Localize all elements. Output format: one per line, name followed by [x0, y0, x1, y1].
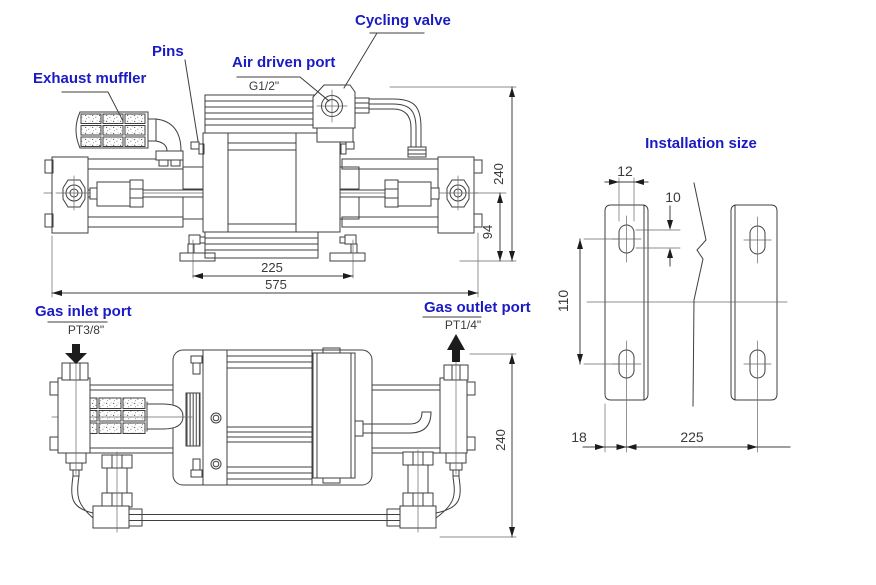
- right-end-cap: [437, 156, 483, 234]
- air-cylinder-body: [202, 94, 341, 259]
- muffler-elbow: [147, 118, 184, 167]
- dim-center-height: 94: [480, 225, 495, 239]
- plan-view-dimensions: 240: [439, 353, 517, 538]
- dim-width-plan: 240: [493, 429, 508, 451]
- installation-title: Installation size: [645, 135, 757, 152]
- gas-inlet-size-label: PT3/8": [68, 323, 104, 337]
- air-driven-port-leader: [236, 76, 330, 102]
- pins-hardware: [190, 141, 355, 155]
- mounting-feet: [179, 234, 366, 262]
- cycling-valve-block: [312, 84, 370, 143]
- gas-outlet-size-label: PT1/4": [445, 318, 481, 332]
- air-port-size-label: G1/2": [249, 79, 279, 93]
- rod-couplers: [89, 179, 440, 208]
- gas-inlet-arrow-icon: [65, 344, 87, 364]
- dim-slot-width: 12: [617, 163, 633, 179]
- cycling-valve-label: Cycling valve: [355, 12, 451, 29]
- plan-housing: [172, 347, 373, 486]
- dim-bolt-span: 225: [261, 260, 283, 275]
- side-view-callouts: Exhaust muffler Pins Air driven port G1/…: [33, 12, 451, 142]
- side-view-dimensions: 225 575 240 94: [51, 86, 517, 298]
- plan-elbow-pipe: [354, 411, 432, 437]
- exhaust-muffler-label: Exhaust muffler: [33, 70, 147, 87]
- gas-outlet-port-label: Gas outlet port: [424, 299, 531, 316]
- right-gas-head: [439, 364, 476, 477]
- air-driven-port-label: Air driven port: [232, 54, 335, 71]
- dim-height-side: 240: [491, 163, 506, 185]
- exhaust-muffler-leader: [61, 91, 124, 122]
- cycling-valve-leader: [343, 32, 425, 89]
- dim-edge-offset: 18: [571, 429, 587, 445]
- gas-pipework: [71, 475, 461, 521]
- side-elevation-view: Exhaust muffler Pins Air driven port G1/…: [33, 12, 517, 298]
- exhaust-muffler-assembly: [75, 111, 184, 167]
- air-tubes: [368, 98, 427, 158]
- break-line: [692, 182, 707, 407]
- installation-dimensions: 12 10 110 18 225: [555, 163, 791, 453]
- mounting-plates: [586, 182, 788, 407]
- pins-label: Pins: [152, 43, 184, 60]
- muffler-grid: [80, 113, 146, 147]
- left-gas-head: [49, 362, 91, 477]
- dim-slot-length: 10: [665, 189, 681, 205]
- dim-vertical-spacing: 110: [555, 290, 571, 313]
- plan-view-callouts: Gas inlet port PT3/8" Gas outlet port PT…: [35, 299, 531, 364]
- tie-rods: [87, 158, 439, 228]
- plan-centerlines: [75, 355, 457, 533]
- pins-leader: [184, 59, 199, 142]
- plan-view: Gas inlet port PT3/8" Gas outlet port PT…: [35, 299, 531, 538]
- dim-overall-length: 575: [265, 277, 287, 292]
- gas-inlet-port-label: Gas inlet port: [35, 303, 132, 320]
- dim-horizontal-spacing: 225: [680, 429, 704, 445]
- installation-size-view: Installation size 12 10 110 1: [555, 135, 791, 453]
- left-end-cap: [44, 156, 93, 234]
- gas-outlet-arrow-icon: [447, 334, 465, 362]
- plan-tie-rods: [87, 384, 441, 454]
- tee-fittings: [92, 505, 437, 529]
